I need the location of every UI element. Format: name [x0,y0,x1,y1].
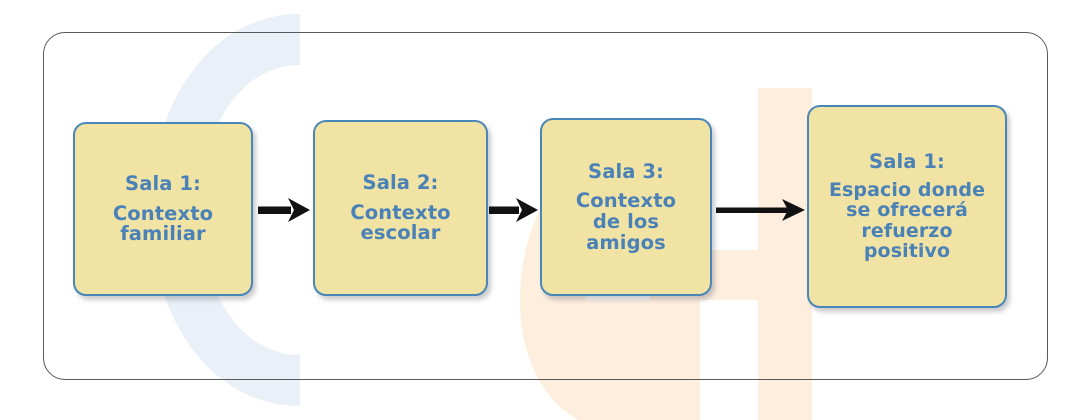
node-1-title: Sala 1: [125,171,201,195]
diagram-frame [43,32,1048,380]
node-4-title: Sala 1: [869,150,945,174]
node-2-title: Sala 2: [362,170,439,194]
node-3-title: Sala 3: [588,159,664,183]
